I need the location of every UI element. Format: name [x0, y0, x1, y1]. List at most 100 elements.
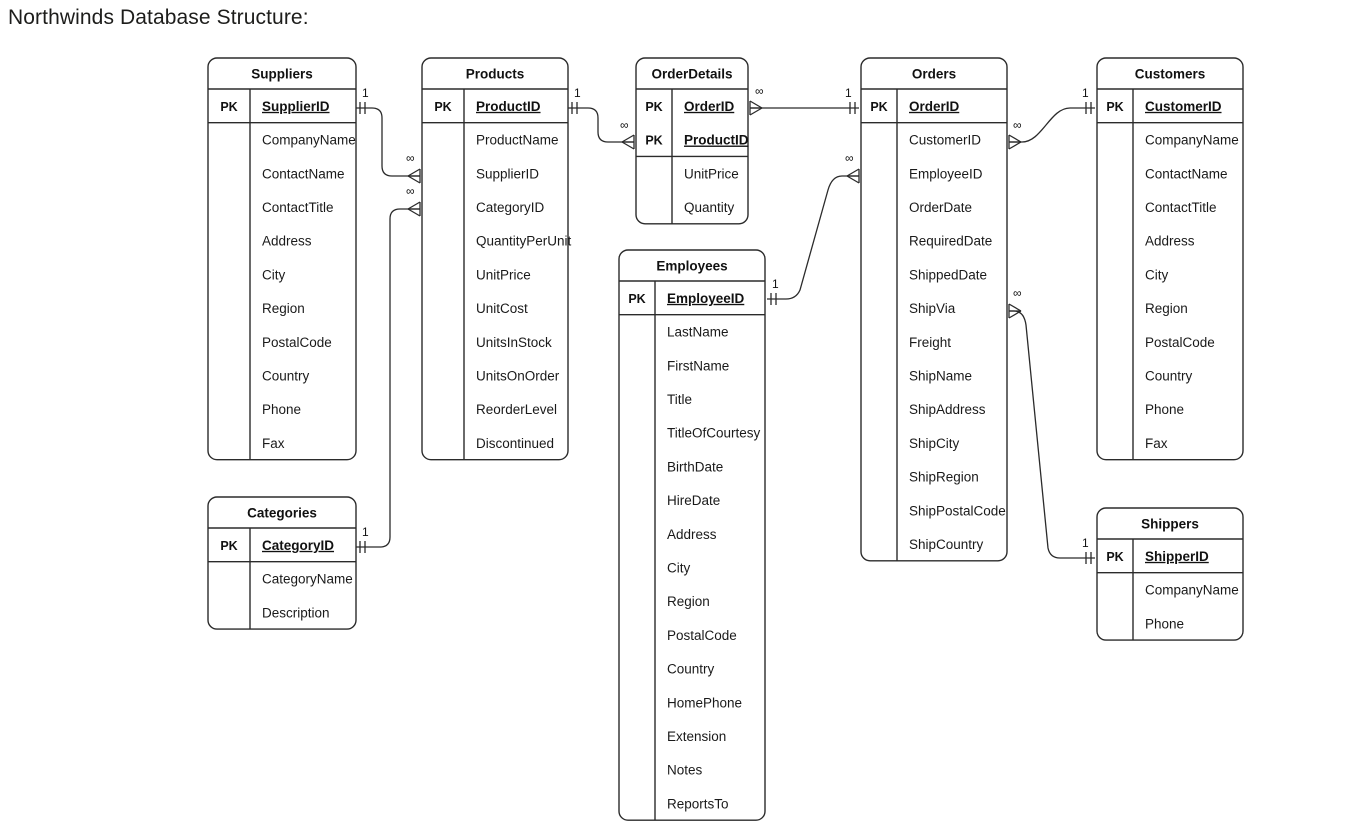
cardinality-many-marker — [749, 100, 763, 116]
cardinality-label-many: ∞ — [1013, 286, 1022, 300]
connector-line — [356, 107, 420, 177]
field-categoryid: CategoryID — [262, 538, 334, 553]
field-unitprice: UnitPrice — [476, 267, 531, 282]
field-postalcode: PostalCode — [1145, 335, 1215, 350]
field-fax: Fax — [1145, 436, 1168, 451]
field-region: Region — [262, 301, 305, 316]
field-shipvia: ShipVia — [909, 301, 956, 316]
table-inner — [861, 88, 1007, 561]
field-quantity: Quantity — [684, 200, 735, 215]
table-title-orders: Orders — [912, 67, 956, 82]
table-title-customers: Customers — [1135, 67, 1206, 82]
field-productid: ProductID — [684, 133, 749, 148]
field-productname: ProductName — [476, 133, 559, 148]
field-companyname: CompanyName — [1145, 583, 1239, 598]
table-inner — [422, 88, 568, 460]
cardinality-many-marker — [846, 168, 860, 184]
cardinality-one-marker — [770, 293, 777, 305]
field-address: Address — [1145, 234, 1195, 249]
field-city: City — [262, 267, 285, 282]
cardinality-label-one: 1 — [845, 86, 852, 100]
field-contacttitle: ContactTitle — [262, 200, 334, 215]
field-shipcity: ShipCity — [909, 436, 960, 451]
relationship-products-orderdetails: 1∞ — [568, 86, 635, 150]
field-region: Region — [1145, 301, 1188, 316]
field-firstname: FirstName — [667, 358, 729, 373]
table-outline — [207, 496, 357, 630]
field-notes: Notes — [667, 763, 703, 778]
pk-marker: PK — [870, 100, 887, 114]
field-region: Region — [667, 594, 710, 609]
field-customerid: CustomerID — [909, 133, 981, 148]
table-title-suppliers: Suppliers — [251, 67, 313, 82]
field-birthdate: BirthDate — [667, 459, 723, 474]
page-title: Northwinds Database Structure: — [8, 6, 309, 29]
field-title: Title — [667, 392, 692, 407]
table-inner — [208, 88, 356, 460]
relationship-employees-orders: 1∞ — [767, 151, 860, 305]
connector-line — [1009, 310, 1095, 559]
field-phone: Phone — [262, 402, 301, 417]
table-inner — [208, 527, 356, 630]
field-shipperid: ShipperID — [1145, 549, 1209, 564]
cardinality-one-marker — [1085, 102, 1092, 114]
cardinality-label-many: ∞ — [406, 184, 415, 198]
field-unitsinstock: UnitsInStock — [476, 335, 552, 350]
relationship-categories-products: 1∞ — [356, 184, 421, 553]
field-shipname: ShipName — [909, 368, 972, 383]
field-country: Country — [1145, 368, 1193, 383]
field-contacttitle: ContactTitle — [1145, 200, 1217, 215]
field-postalcode: PostalCode — [667, 628, 737, 643]
field-requireddate: RequiredDate — [909, 234, 992, 249]
cardinality-many-marker — [1008, 134, 1022, 150]
cardinality-label-one: 1 — [362, 525, 369, 539]
field-freight: Freight — [909, 335, 951, 350]
field-shippostalcode: ShipPostalCode — [909, 503, 1006, 518]
connector-line — [568, 107, 634, 143]
table-inner — [1097, 538, 1243, 641]
cardinality-one-marker — [571, 102, 578, 114]
field-titleofcourtesy: TitleOfCourtesy — [667, 426, 761, 441]
table-title-products: Products — [466, 67, 525, 82]
field-fax: Fax — [262, 436, 285, 451]
field-contactname: ContactName — [1145, 166, 1228, 181]
field-phone: Phone — [1145, 616, 1184, 631]
field-shipcountry: ShipCountry — [909, 537, 984, 552]
table-title-orderdetails: OrderDetails — [651, 67, 732, 82]
pk-marker: PK — [628, 292, 645, 306]
field-reorderlevel: ReorderLevel — [476, 402, 557, 417]
cardinality-many-marker — [621, 134, 635, 150]
field-unitsonorder: UnitsOnOrder — [476, 368, 560, 383]
pk-marker: PK — [645, 134, 662, 148]
field-companyname: CompanyName — [1145, 133, 1239, 148]
cardinality-label-one: 1 — [362, 86, 369, 100]
relationship-suppliers-products: 1∞ — [356, 86, 421, 184]
field-orderid: OrderID — [909, 99, 960, 114]
field-hiredate: HireDate — [667, 493, 720, 508]
field-homephone: HomePhone — [667, 695, 742, 710]
field-shippeddate: ShippedDate — [909, 267, 987, 282]
connector-line — [767, 175, 859, 300]
field-supplierid: SupplierID — [262, 99, 330, 114]
cardinality-label-many: ∞ — [620, 118, 629, 132]
field-address: Address — [262, 234, 312, 249]
cardinality-one-marker — [849, 102, 856, 114]
cardinality-label-one: 1 — [574, 86, 581, 100]
field-contactname: ContactName — [262, 166, 345, 181]
field-country: Country — [667, 662, 715, 677]
field-orderid: OrderID — [684, 99, 735, 114]
cardinality-many-marker — [1008, 303, 1022, 319]
field-orderdate: OrderDate — [909, 200, 972, 215]
table-inner — [636, 88, 748, 224]
